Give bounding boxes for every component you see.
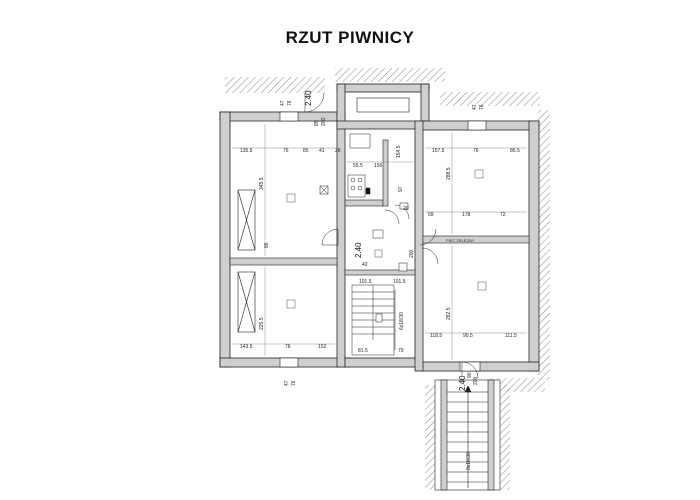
dim-text: 85 [314,120,320,126]
dim-text: 47 [284,380,290,386]
dim-text: 86.5 [510,148,520,154]
dim-text: 118.5 [430,333,442,339]
dim-text: 200 [409,249,415,258]
dim-text: 41 [319,148,325,154]
dim-text: 76 [473,148,479,154]
dim-text: 72 [500,212,506,218]
dim-text: 135.5 [240,148,253,154]
room-markers [286,169,487,309]
dim-text: 76 [285,344,291,350]
dim-text: 69 [428,212,434,218]
outdoor-stairs [434,379,501,491]
level-mark: 2.40 [354,242,363,258]
dim-text: 345.5 [259,177,265,190]
interior-walls [229,139,530,276]
dim-text: 225.5 [259,317,265,330]
dim-text: 42 [362,262,368,268]
dim-text: 97 [398,186,404,192]
soil-hatch-stair-left [425,385,435,490]
dim-text: 85 [303,148,309,154]
dim-text: 76 [287,100,293,106]
dim-text: 152 [318,344,327,350]
dim-text: 76 [479,104,485,110]
level-mark: 2.40 [458,375,467,391]
dimension-lines [232,124,527,360]
dim-text: 157.5 [432,148,445,154]
level-mark: 2.40 [304,90,313,106]
dim-text: 154.5 [396,145,402,158]
dim-text: 47 [472,104,478,110]
dim-text: 76 [291,380,297,386]
dim-text: 156 [374,163,383,169]
dim-text: 90 [467,372,473,378]
dim-text: 111.5 [505,333,517,339]
dim-text: 79 [398,348,404,354]
dim-text: 101.5 [393,279,406,285]
soil-hatch-stair-right [500,385,510,490]
soil-hatch-right [538,110,550,380]
soil-hatch-top-left [225,77,325,93]
dim-text: 101.5 [359,279,372,285]
dim-text: 81.5 [358,348,368,354]
dim-text: 76 [283,148,289,154]
dim-text: 200 [473,376,479,385]
dim-text: 86 [264,242,270,248]
dim-text: 8x18/30 [466,452,472,470]
dim-text: 200 [321,117,327,126]
dim-text: 55.5 [353,163,363,169]
dim-text: 6x18/30 [399,312,405,330]
page-title: RZUT PIWNICY [285,28,415,47]
dim-text: 143.5 [240,344,253,350]
dim-text: 26 [335,148,341,154]
equipment [319,133,409,323]
label-stove: PIEC ZELEZNY [446,238,475,243]
dim-text: 20 [403,206,409,212]
dim-text: 178 [462,212,471,218]
dim-text: 288.5 [446,167,452,180]
dim-text: 90.5 [463,333,473,339]
soil-hatch-top-mid [335,68,445,82]
dim-text: 282.5 [446,307,452,320]
windows [237,97,487,372]
interior-stairs [351,284,396,356]
dim-text: 47 [280,100,286,106]
soil-hatch-top-right [440,92,540,106]
